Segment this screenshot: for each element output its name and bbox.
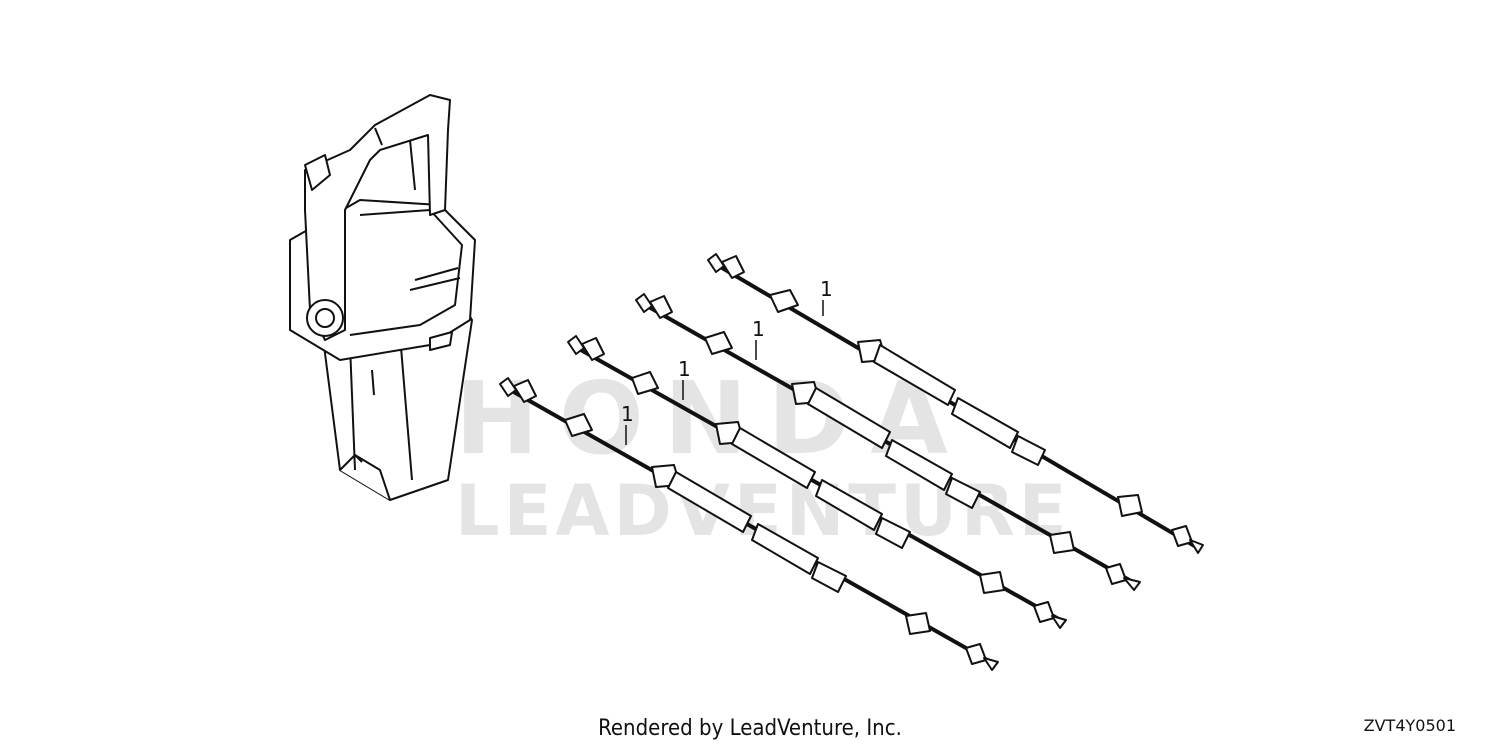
callout-leaders	[625, 300, 824, 445]
render-credit: Rendered by LeadVenture, Inc.	[598, 716, 902, 741]
control-cable-2[interactable]	[567, 335, 1067, 629]
control-cable-3[interactable]	[635, 293, 1141, 591]
control-cable-4[interactable]	[707, 253, 1204, 554]
control-cable-1[interactable]	[499, 377, 999, 671]
callout-label-cable-2: 1	[678, 357, 691, 381]
callout-label-cable-3: 1	[752, 317, 765, 341]
callout-label-cable-1: 1	[621, 402, 634, 426]
diagram-code: ZVT4Y0501	[1363, 716, 1456, 735]
remote-control-box[interactable]	[289, 94, 476, 501]
callout-label-cable-4: 1	[820, 277, 833, 301]
